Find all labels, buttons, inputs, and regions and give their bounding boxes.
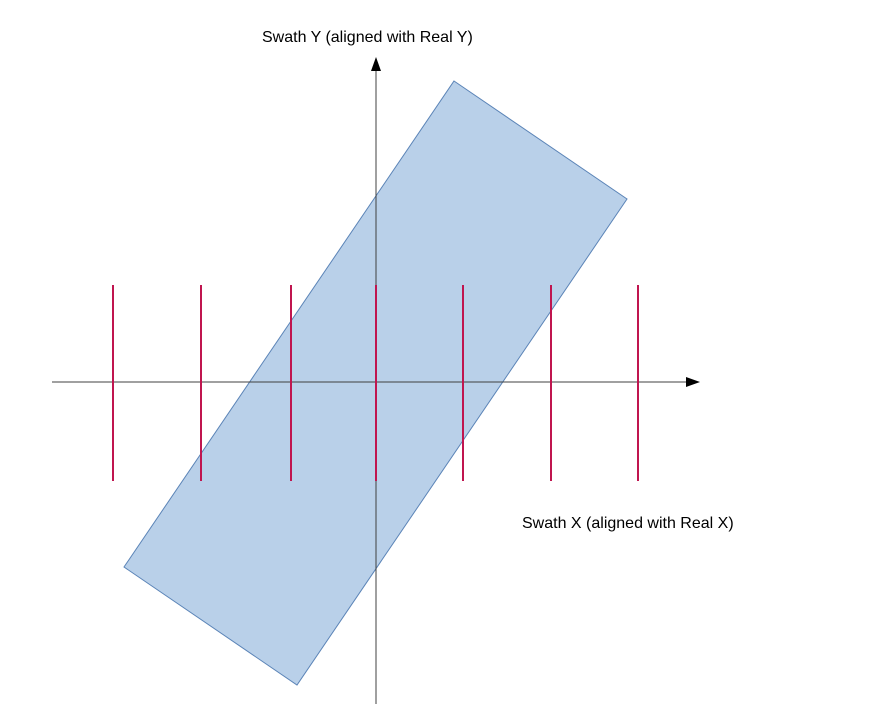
x-axis-label: Swath X (aligned with Real X) <box>522 515 734 532</box>
y-axis-label: Swath Y (aligned with Real Y) <box>262 29 473 46</box>
y-axis-arrowhead <box>371 57 381 71</box>
x-axis-arrowhead <box>686 377 700 387</box>
tick-marks <box>112 285 639 481</box>
